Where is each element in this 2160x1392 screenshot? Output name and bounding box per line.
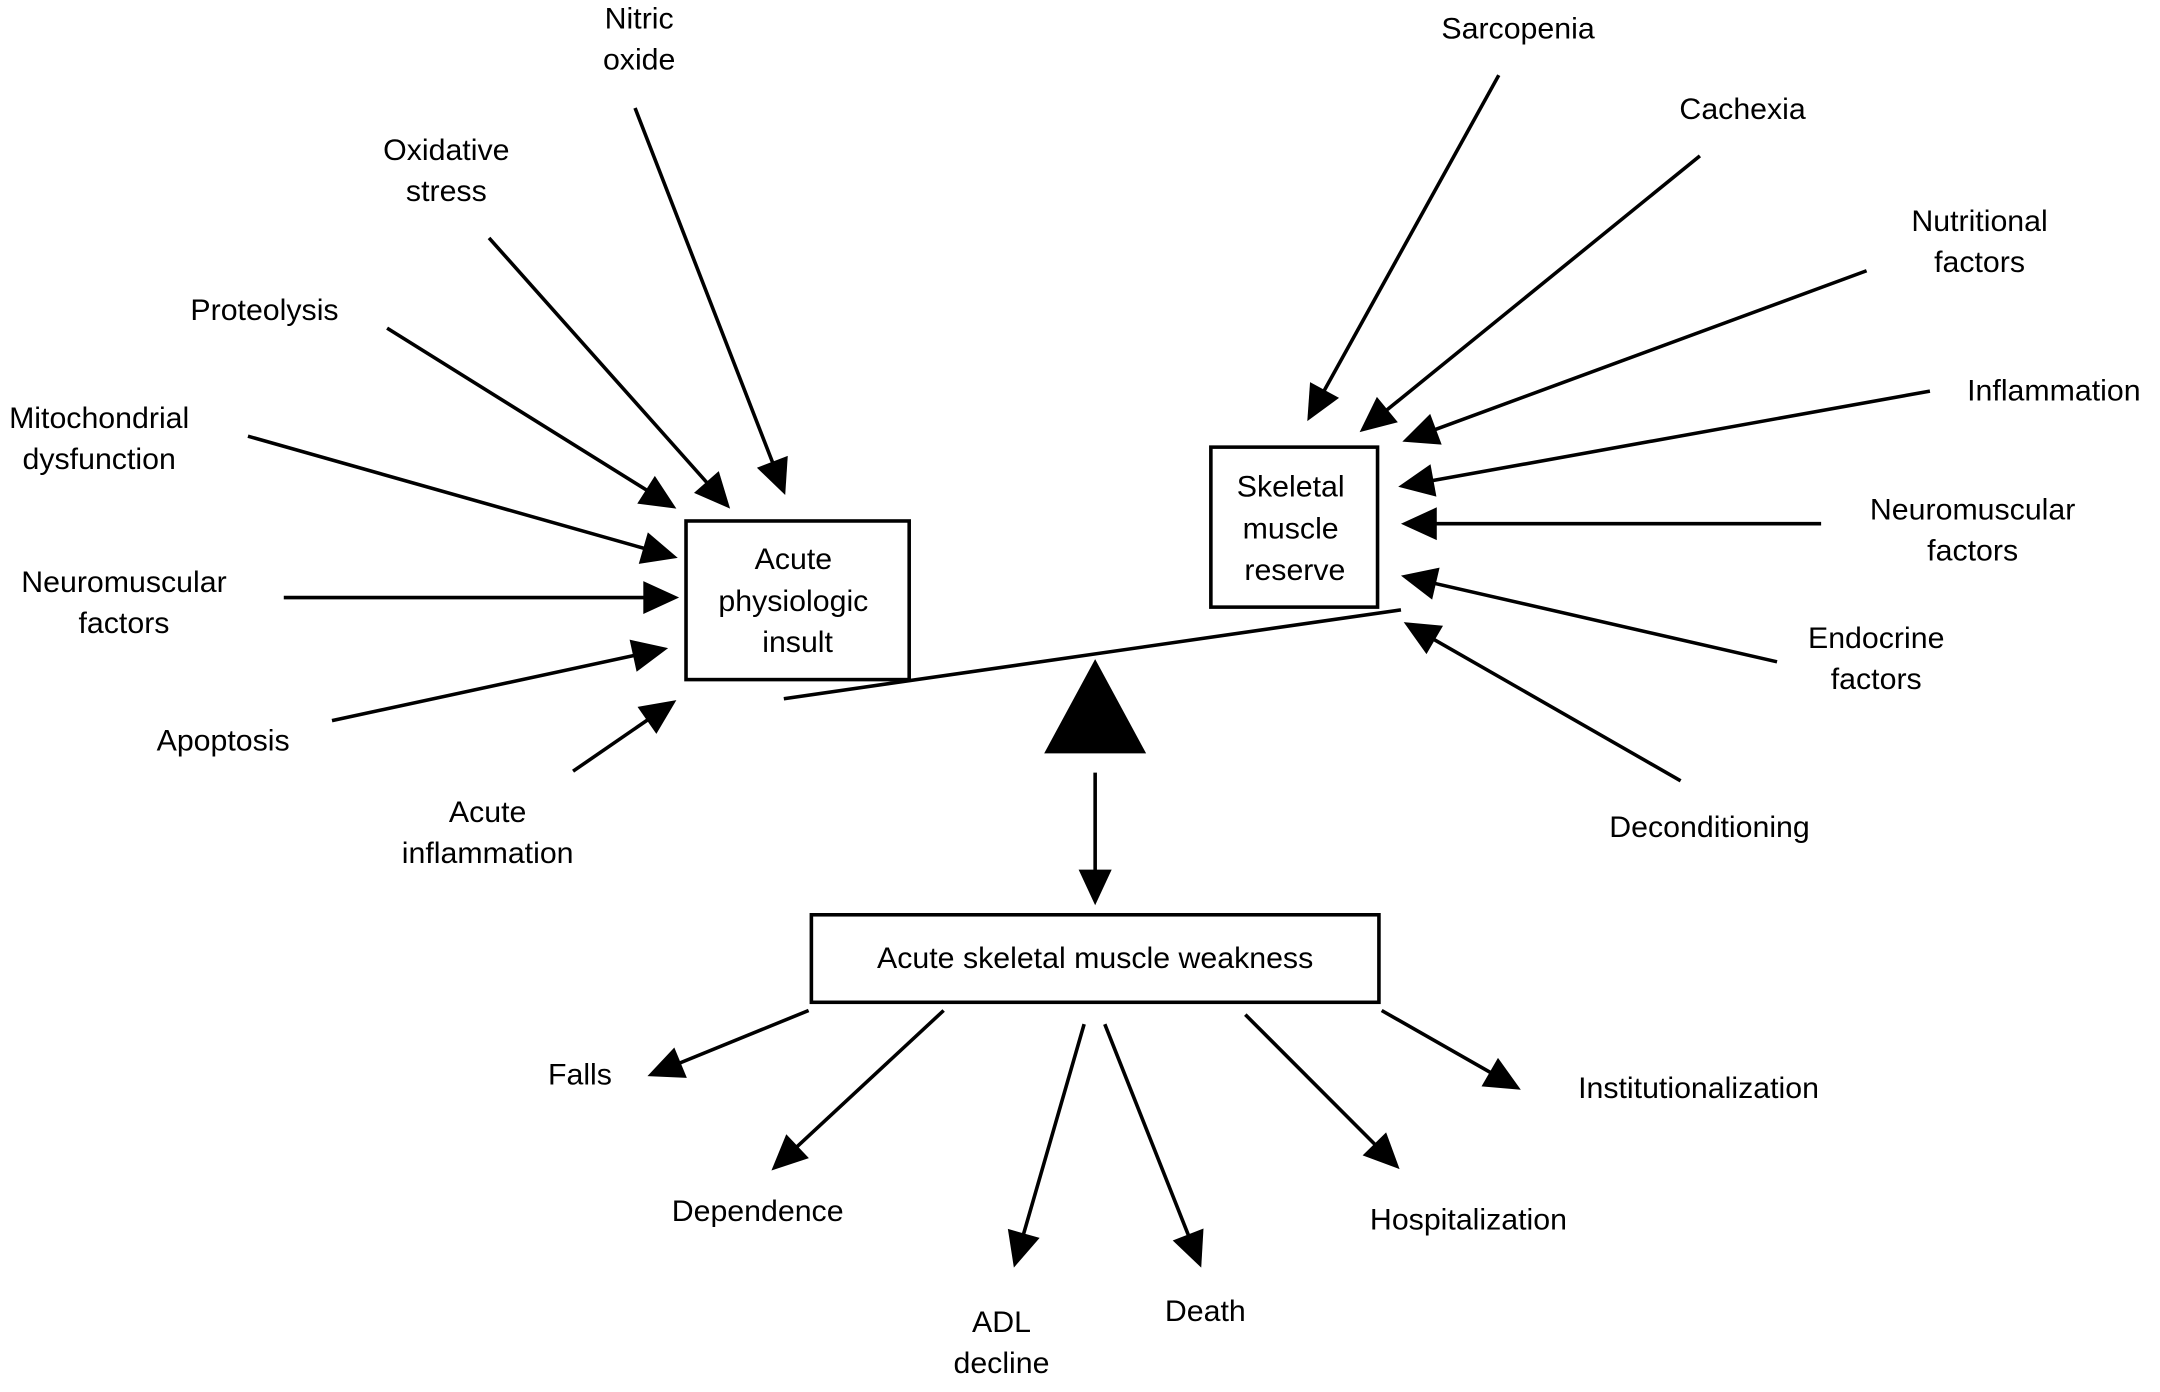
apoptosis-label: Apoptosis	[157, 725, 290, 758]
inflammation-arrow-shaft	[1427, 389, 1931, 484]
falls-arrow-shaft	[674, 1008, 810, 1067]
proteolysis-arrow	[386, 326, 677, 509]
arrowhead-icon	[1007, 1228, 1040, 1268]
weakness-box: Acute skeletal muscle weakness	[809, 913, 1381, 1005]
acute-inflammation-arrow	[572, 700, 677, 773]
arrowhead-icon	[1400, 567, 1440, 600]
arrowhead-icon	[693, 471, 731, 509]
endocrine-factors-arrow-shaft	[1430, 580, 1778, 664]
death-arrow	[1103, 1023, 1204, 1268]
institutionalization-arrow	[1380, 1008, 1521, 1090]
arrowhead-icon	[1403, 622, 1444, 655]
apoptosis-arrow	[331, 639, 669, 723]
arrowhead-icon	[643, 581, 680, 614]
institutionalization-label: Institutionalization	[1578, 1072, 1819, 1105]
insult-box: Acute physiologic insult	[684, 519, 911, 682]
inflammation-arrow	[1398, 389, 1931, 497]
arrowhead-icon	[1359, 396, 1398, 433]
arrowhead-icon	[756, 455, 788, 495]
nitric-oxide-arrow-shaft	[633, 107, 776, 468]
falls-arrow	[647, 1008, 810, 1078]
mitochondrial-dysfunction-arrow	[247, 434, 678, 564]
dependence-label: Dependence	[672, 1195, 844, 1228]
arrowhead-icon	[771, 1134, 809, 1171]
hospitalization-arrow	[1244, 1013, 1400, 1170]
neuromuscular-factors-left-arrow	[283, 581, 680, 614]
dependence-arrow-shaft	[792, 1009, 945, 1152]
deconditioning-arrow-shaft	[1429, 635, 1682, 783]
sarcopenia-arrow	[1307, 74, 1501, 422]
weakness-box-label: Acute skeletal muscle weakness	[877, 942, 1313, 975]
deconditioning-arrow	[1403, 622, 1682, 783]
arrowhead-icon	[1307, 382, 1340, 422]
arrowhead-icon	[637, 700, 677, 734]
arrowhead-icon	[637, 475, 677, 509]
cachexia-arrow-shaft	[1381, 154, 1702, 415]
endocrine-factors-arrow	[1400, 567, 1778, 664]
arrows-layer	[247, 74, 1931, 1268]
neuromuscular-factors-right-arrow	[1400, 507, 1822, 541]
hospitalization-label: Hospitalization	[1370, 1203, 1567, 1236]
arrowhead-icon	[1078, 869, 1112, 906]
fulcrum-to-weakness-arrow	[1078, 772, 1112, 906]
deconditioning-label: Deconditioning	[1609, 811, 1809, 844]
institutionalization-arrow-shaft	[1380, 1008, 1496, 1077]
oxidative-stress-arrow	[487, 236, 731, 509]
balance-beam	[783, 608, 1402, 701]
reserve-box-label: Skeletal muscle reserve	[1237, 470, 1353, 586]
arrowhead-icon	[1362, 1132, 1400, 1170]
sarcopenia-arrow-shaft	[1320, 74, 1501, 396]
death-label: Death	[1165, 1295, 1246, 1328]
arrowhead-icon	[647, 1047, 687, 1078]
arrowhead-icon	[629, 639, 669, 672]
falls-label: Falls	[548, 1058, 612, 1091]
arrowhead-icon	[1172, 1228, 1204, 1268]
proteolysis-label: Proteolysis	[190, 294, 338, 327]
mitochondrial-dysfunction-arrow-shaft	[247, 434, 650, 552]
reserve-box: Skeletal muscle reserve	[1209, 445, 1380, 609]
oxidative-stress-arrow-shaft	[487, 236, 712, 488]
adl-decline-arrow-shaft	[1020, 1023, 1086, 1240]
acute-inflammation-arrow-shaft	[572, 715, 653, 773]
arrowhead-icon	[638, 532, 678, 564]
fulcrum-triangle-icon	[1044, 659, 1147, 754]
cachexia-arrow	[1359, 154, 1702, 433]
arrowhead-icon	[1398, 464, 1437, 497]
nutritional-factors-arrow-shaft	[1430, 269, 1868, 433]
cachexia-label: Cachexia	[1679, 93, 1806, 126]
sarcopenia-label: Sarcopenia	[1441, 12, 1594, 45]
hospitalization-arrow-shaft	[1244, 1013, 1380, 1150]
inflammation-label: Inflammation	[1967, 375, 2140, 408]
apoptosis-arrow-shaft	[331, 652, 639, 723]
dependence-arrow	[771, 1009, 945, 1171]
insult-box-label: Acute physiologic insult	[718, 543, 876, 659]
arrowhead-icon	[1400, 507, 1437, 541]
arrowhead-icon	[1481, 1057, 1521, 1090]
arrowhead-icon	[1402, 413, 1442, 445]
nutritional-factors-arrow	[1402, 269, 1868, 445]
nitric-oxide-arrow	[633, 107, 788, 495]
proteolysis-arrow-shaft	[386, 326, 652, 495]
adl-decline-arrow	[1007, 1023, 1086, 1268]
death-arrow-shaft	[1103, 1023, 1192, 1241]
